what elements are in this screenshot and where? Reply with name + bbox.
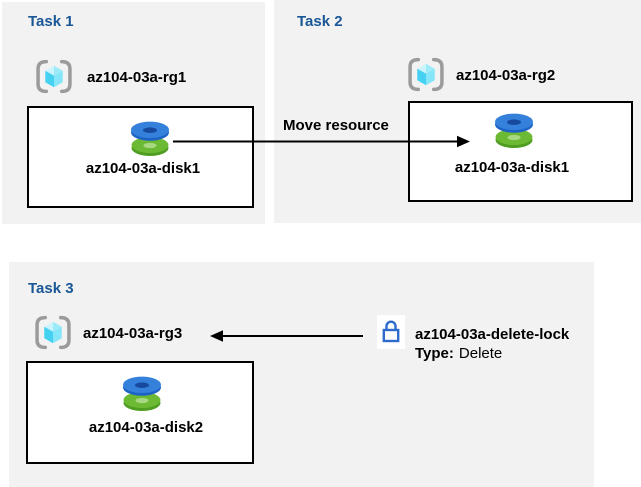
lock-type-key: Type: [415, 345, 454, 362]
resource-group-label: az104-03a-rg3 [83, 325, 183, 342]
resource-group-label: az104-03a-rg1 [87, 69, 187, 86]
disk-icon [492, 111, 536, 151]
disk-label: az104-03a-disk1 [85, 160, 201, 177]
disk-label: az104-03a-disk1 [454, 159, 570, 176]
lock-type-value: Delete [458, 345, 503, 362]
resource-group-icon [33, 58, 75, 95]
lock-icon [377, 315, 405, 349]
task1-title: Task 1 [28, 13, 74, 30]
lock-type-label: Type:Delete [415, 345, 502, 362]
disk-icon [120, 374, 164, 414]
resource-group-label: az104-03a-rg2 [456, 67, 556, 84]
resource-group-icon [32, 314, 74, 351]
task3-title: Task 3 [28, 280, 74, 297]
lock-name-label: az104-03a-delete-lock [415, 326, 570, 343]
disk-icon [128, 119, 172, 159]
resource-group-icon [405, 56, 447, 93]
task2-title: Task 2 [297, 13, 343, 30]
disk-label: az104-03a-disk2 [88, 419, 204, 436]
move-resource-label: Move resource [283, 117, 389, 134]
